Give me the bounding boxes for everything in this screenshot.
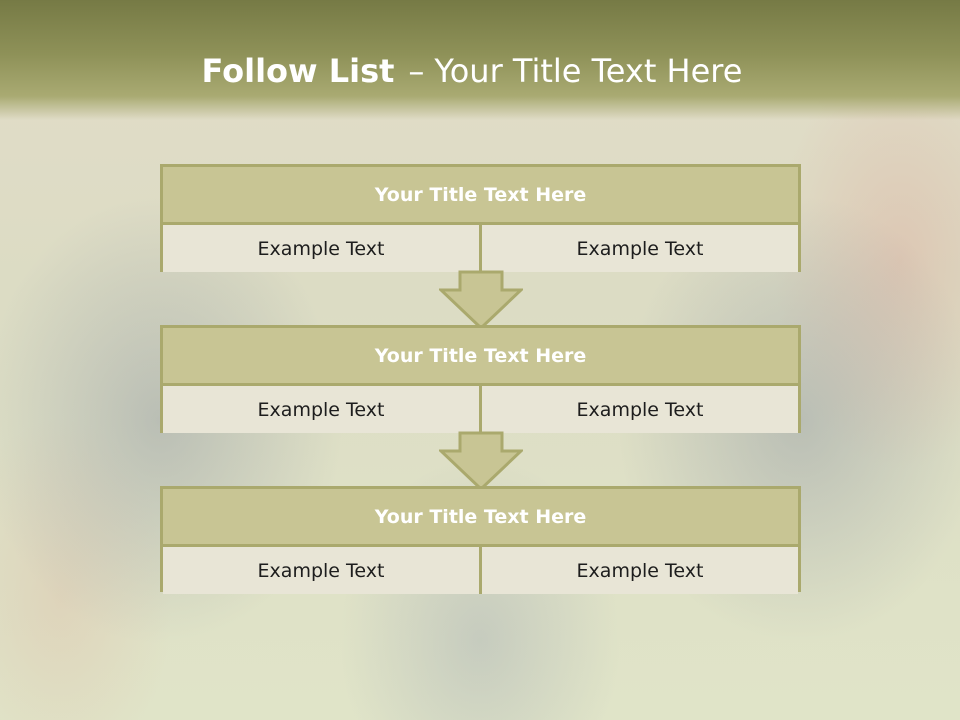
title-separator: – [408, 52, 425, 90]
card-title: Your Title Text Here [163, 328, 798, 386]
card-cell-left: Example Text [257, 398, 385, 421]
list-card-2: Your Title Text Here Example Text Exampl… [160, 325, 801, 433]
card-title: Your Title Text Here [163, 167, 798, 225]
card-title: Your Title Text Here [163, 489, 798, 547]
card-cell-left: Example Text [257, 237, 385, 260]
card-cell-left: Example Text [257, 559, 385, 582]
title-bar [0, 0, 960, 120]
list-card-1: Your Title Text Here Example Text Exampl… [160, 164, 801, 272]
title-bold: Follow List [201, 52, 395, 90]
title-rest: Your Title Text Here [434, 52, 743, 90]
down-arrow-icon [439, 270, 523, 330]
slide-title: Follow List–Your Title Text Here [0, 52, 944, 90]
card-cell-right: Example Text [479, 225, 798, 272]
card-row: Example Text Example Text [163, 225, 798, 272]
card-cell-right: Example Text [479, 547, 798, 594]
card-row: Example Text Example Text [163, 547, 798, 594]
down-arrow-icon [439, 431, 523, 491]
card-cell-right: Example Text [479, 386, 798, 433]
card-row: Example Text Example Text [163, 386, 798, 433]
list-card-3: Your Title Text Here Example Text Exampl… [160, 486, 801, 594]
